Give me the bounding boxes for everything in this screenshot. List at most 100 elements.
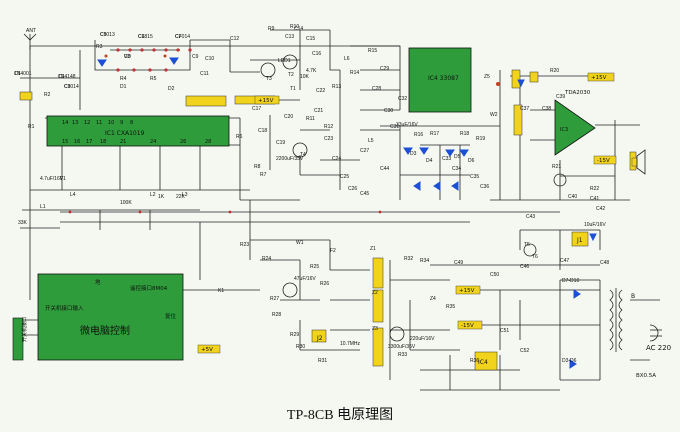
component-label: C2 — [58, 74, 65, 80]
component-label: 220uF/16V — [410, 336, 435, 342]
component-label: Z5 — [484, 74, 490, 80]
svg-text:IC4: IC4 — [478, 359, 488, 366]
component-label: C30 — [384, 108, 393, 114]
component-label: C44 — [380, 166, 389, 172]
component-label: 33uF/16V — [396, 122, 418, 128]
component-label: C42 — [596, 206, 605, 212]
component-label: 4.7uF/16V — [40, 176, 64, 182]
speaker-icon — [631, 149, 646, 175]
component-label: C23 — [324, 136, 333, 142]
ac-plug-icon — [649, 324, 662, 342]
ic1-block — [46, 115, 230, 147]
component-label: R16 — [414, 132, 423, 138]
component-label: 3300uF/35V — [388, 344, 416, 350]
component-label: R2 — [44, 92, 51, 98]
component-label: R6 — [236, 134, 243, 140]
svg-text:-15V: -15V — [597, 158, 610, 164]
svg-text:+15V: +15V — [459, 288, 475, 294]
svg-text:J1: J1 — [576, 237, 583, 244]
switch-connector — [12, 317, 24, 361]
component-label: R4 — [120, 76, 127, 82]
svg-text:12: 12 — [84, 120, 90, 126]
component-label: C51 — [500, 328, 509, 334]
component-label: R34 — [420, 258, 429, 264]
component-label: R22 — [590, 186, 599, 192]
component-label: LED1 — [278, 58, 291, 64]
component-label: C7 — [175, 34, 182, 40]
component-label: 22K — [176, 194, 186, 200]
ic3-label: IC3 — [560, 127, 568, 133]
component-label: L6 — [344, 56, 350, 62]
component-label: C35 — [470, 174, 479, 180]
component-label: L1 — [40, 204, 46, 210]
diodes — [97, 57, 597, 369]
component-label: 10K — [300, 74, 310, 80]
component-label: R3 — [96, 44, 103, 50]
component-label: R18 — [460, 131, 469, 137]
component-label: C27 — [360, 148, 369, 154]
component-label: R31 — [318, 358, 327, 364]
component-label: C41 — [590, 196, 599, 202]
component-label: C29 — [380, 66, 389, 72]
component-label: L3 — [182, 192, 188, 198]
component-label: 33K — [18, 220, 28, 226]
component-label: T4 — [300, 152, 306, 158]
component-label: C52 — [520, 348, 529, 354]
component-label: 10uF/16V — [584, 222, 606, 228]
component-label: C40 — [568, 194, 577, 200]
component-label: C10 — [205, 56, 214, 62]
svg-text:14: 14 — [62, 120, 68, 126]
component-label: T5 — [524, 242, 530, 248]
component-label: C21 — [314, 108, 323, 114]
component-label: R17 — [430, 131, 439, 137]
component-label: D4 — [426, 158, 433, 164]
svg-text:8: 8 — [130, 120, 133, 126]
component-label: C49 — [454, 260, 463, 266]
ac-label: AC 220 — [646, 344, 671, 352]
transistors — [260, 54, 567, 342]
component-label: C45 — [360, 191, 369, 197]
component-label: C9014 — [64, 84, 79, 90]
mcu-block — [37, 273, 184, 361]
svg-text:24: 24 — [150, 139, 156, 145]
component-label: 1K — [158, 194, 165, 200]
component-label: R20 — [550, 68, 559, 74]
component-label: D6 — [468, 158, 475, 164]
mcu-switch-input: 开关机接口输入 — [45, 304, 84, 312]
component-label: L2 — [150, 192, 156, 198]
component-label: C37 — [520, 106, 529, 112]
component-label: R7 — [260, 172, 267, 178]
component-label: R12 — [324, 124, 333, 130]
led-indicators — [104, 54, 500, 86]
svg-text:18: 18 — [100, 139, 106, 145]
component-label: R33 — [398, 352, 407, 358]
component-label: Z4 — [430, 296, 436, 302]
component-label: R25 — [310, 264, 319, 270]
component-label: D3-D6 — [562, 358, 577, 364]
component-label: R9 — [268, 26, 275, 32]
component-label: C6 — [138, 34, 145, 40]
component-label: R13 — [332, 84, 341, 90]
component-label: C48 — [600, 260, 609, 266]
component-label: Z3 — [372, 326, 378, 332]
ic4-block — [408, 47, 472, 113]
component-label: C3 — [64, 84, 71, 90]
component-label: R24 — [262, 256, 271, 262]
component-label: C26 — [348, 186, 357, 192]
mcu-title: 微电脑控制 — [80, 324, 130, 337]
svg-text:11: 11 — [96, 120, 102, 126]
mcu-gnd: 地 — [95, 278, 101, 286]
svg-text:21: 21 — [120, 139, 126, 145]
component-label: R10 — [290, 24, 299, 30]
component-label: R5 — [150, 76, 157, 82]
transformer-label: B — [631, 293, 635, 300]
component-label: C1 — [14, 71, 21, 77]
ic4-label: IC4 33087 — [428, 75, 459, 82]
component-label: C19 — [276, 140, 285, 146]
component-label: C47 — [560, 258, 569, 264]
antenna-icon — [23, 33, 37, 50]
component-label: Z2 — [372, 290, 378, 296]
component-label: C43 — [526, 214, 535, 220]
component-label: C38 — [542, 106, 551, 112]
component-label: 100K — [120, 200, 132, 206]
